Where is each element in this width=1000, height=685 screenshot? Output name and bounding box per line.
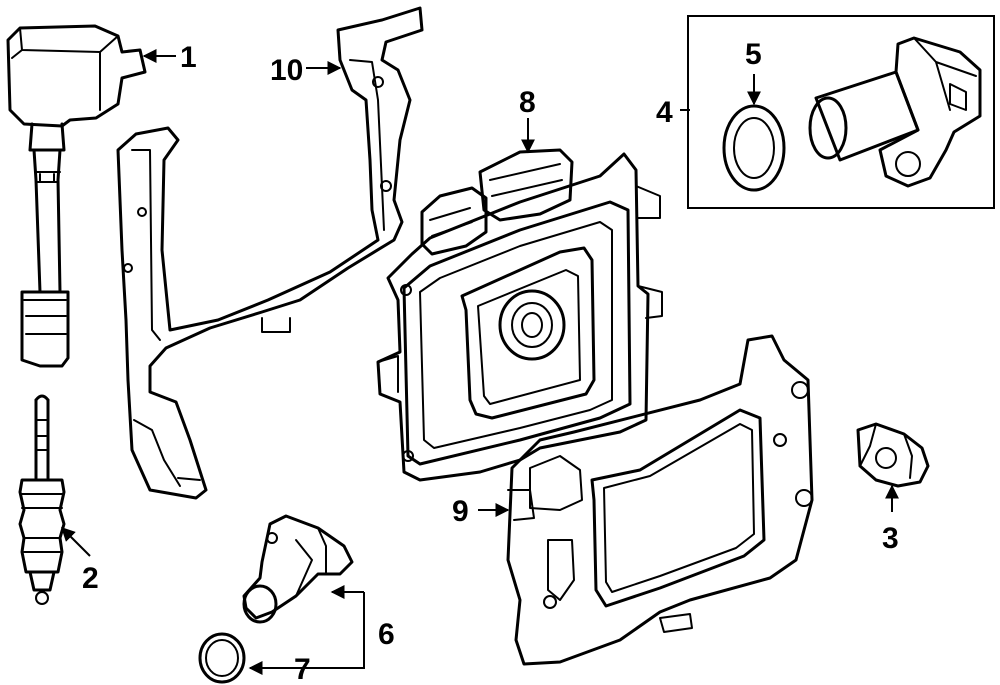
engine-control-module <box>376 148 663 482</box>
camshaft-sensor-kit <box>687 15 995 209</box>
callout-leaders <box>61 49 899 675</box>
ecu-bracket <box>116 6 424 500</box>
knock-sensor <box>856 422 930 488</box>
callout-8: 8 <box>519 86 536 119</box>
callout-5: 5 <box>745 38 762 71</box>
callout-7: 7 <box>294 653 311 685</box>
ecu-cover <box>506 334 814 666</box>
callout-1: 1 <box>180 41 197 74</box>
ignition-coil <box>6 24 147 368</box>
callout-4: 4 <box>656 96 673 129</box>
callout-6: 6 <box>378 618 395 651</box>
callout-2: 2 <box>82 562 99 595</box>
o-ring-7 <box>198 632 246 684</box>
callout-9: 9 <box>452 495 469 528</box>
spark-plug <box>18 394 66 605</box>
callout-10: 10 <box>270 54 303 87</box>
crank-sensor <box>242 514 354 624</box>
callout-3: 3 <box>882 522 899 555</box>
